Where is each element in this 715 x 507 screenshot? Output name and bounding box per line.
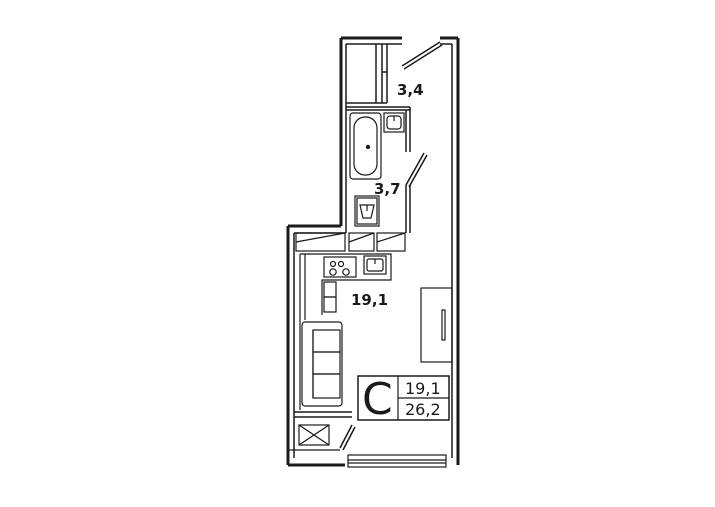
storage-area-label: 3,4	[397, 81, 424, 99]
area-legend: C 19,1 26,2	[357, 374, 450, 425]
legend-total-area: 26,2	[405, 400, 441, 419]
legend-living-area: 19,1	[405, 379, 441, 398]
bottom-left-wall	[294, 411, 352, 418]
outer-walls	[286, 36, 460, 467]
door-balcony	[339, 424, 356, 451]
storage-shelves	[346, 44, 388, 104]
wardrobe	[420, 287, 453, 363]
sofa-icon	[301, 321, 343, 407]
bathroom-area-label: 3,7	[374, 180, 401, 198]
kitchen-counter	[299, 253, 392, 410]
ventilation-shaft-icon	[298, 424, 330, 446]
toilet-icon	[354, 195, 380, 227]
kitchen-sink-icon	[363, 255, 387, 275]
living-area-label: 19,1	[351, 291, 388, 309]
window-bottom	[347, 454, 447, 468]
bathroom-partition	[346, 106, 411, 233]
fridge-icon	[323, 281, 337, 313]
bathtub-icon	[349, 112, 382, 180]
apartment-type-letter: C	[362, 374, 393, 425]
stove-icon	[323, 256, 357, 278]
door-bathroom	[405, 152, 428, 188]
bathroom-sink-icon	[383, 112, 405, 133]
door-storage	[401, 41, 443, 70]
upper-cabinets	[295, 232, 406, 252]
